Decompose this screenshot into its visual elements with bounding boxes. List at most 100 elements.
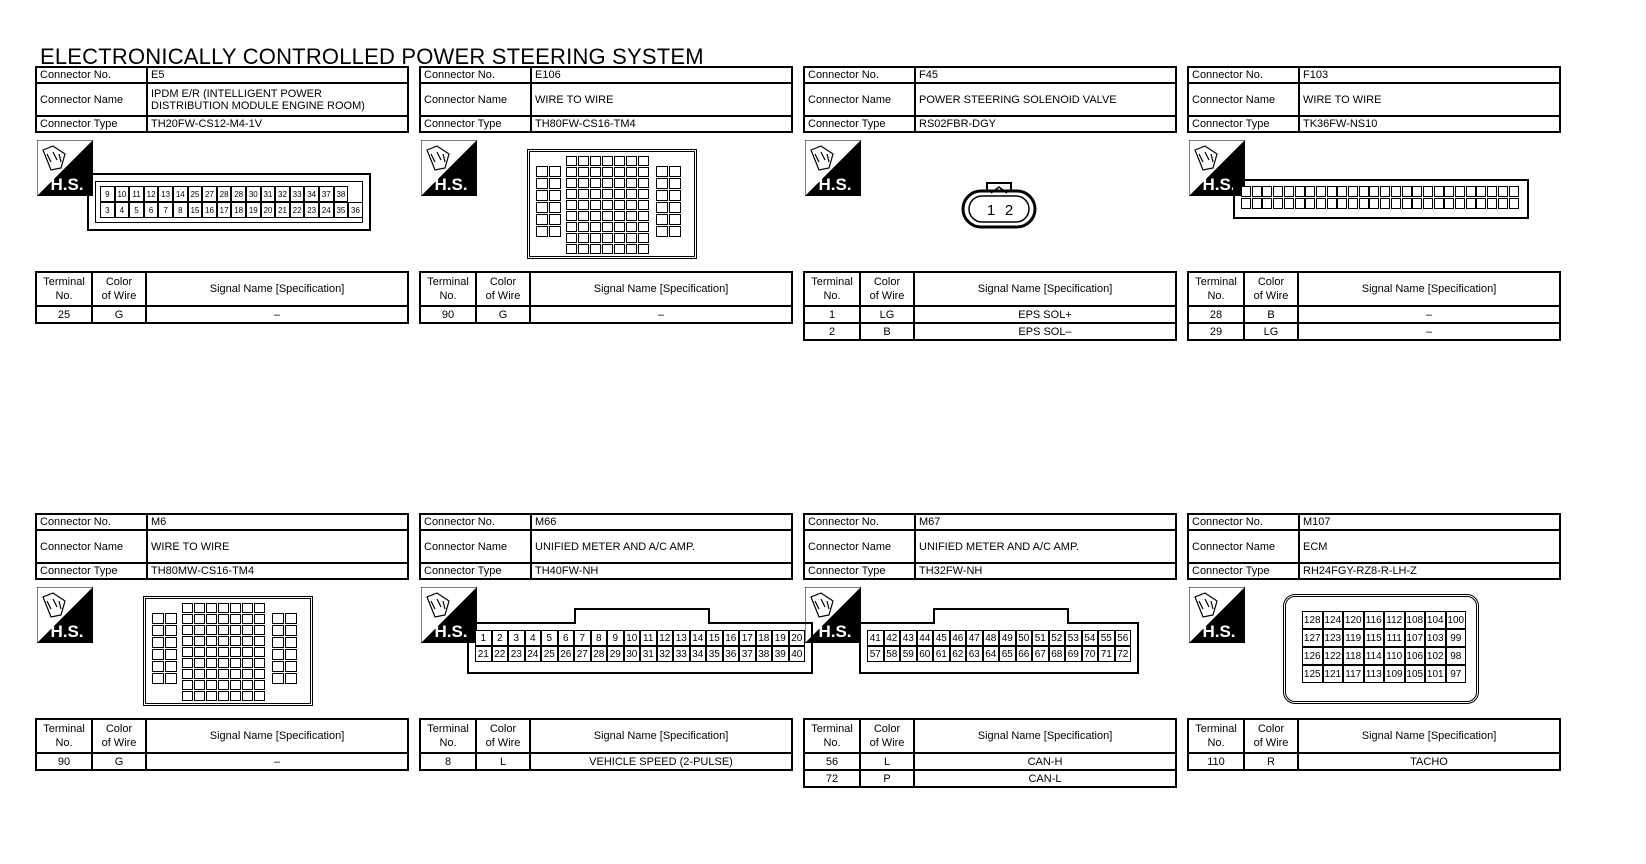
pin-cell — [578, 156, 589, 166]
pin-cell — [578, 178, 589, 188]
pin-cell: 69 — [1065, 646, 1082, 662]
pin-cell: 128 — [1302, 611, 1323, 629]
pin-cell — [272, 661, 284, 672]
pin-cell — [578, 189, 589, 199]
connector-name-label: Connector Name — [35, 529, 148, 564]
pin-cell — [218, 614, 229, 624]
pin-cell — [1422, 186, 1433, 197]
harness-side-icon: H.S. — [805, 140, 861, 196]
table-cell: – — [145, 752, 409, 771]
pin-cell — [218, 680, 229, 690]
pin-cell — [272, 649, 284, 660]
pin-cell — [578, 211, 589, 221]
connector-no-label: Connector No. — [35, 66, 148, 84]
pin-cell: 3 — [100, 202, 115, 218]
pin-cell: 39 — [772, 646, 789, 662]
pin-cell — [182, 680, 193, 690]
pin-cell — [602, 222, 613, 232]
table-cell: B — [1243, 305, 1299, 324]
pin-cell: 105 — [1404, 665, 1425, 683]
pin-cell: 64 — [982, 646, 999, 662]
pin-cell: 22 — [289, 202, 305, 218]
connector-no-label: Connector No. — [803, 513, 916, 531]
pin-cell: 71 — [1098, 646, 1115, 662]
table-cell: – — [1297, 322, 1561, 341]
connector-no-label: Connector No. — [35, 513, 148, 531]
pin-cell — [1412, 186, 1423, 197]
table-cell: – — [1297, 305, 1561, 324]
pin-cell: 108 — [1404, 611, 1425, 629]
pin-cell — [194, 691, 205, 701]
connector-name-value: WIRE TO WIRE — [1298, 82, 1561, 117]
pin-cell: 49 — [999, 630, 1016, 646]
pin-cell: 116 — [1363, 611, 1384, 629]
connector-no-label: Connector No. — [1187, 513, 1300, 531]
pin-cell — [1262, 198, 1273, 209]
pin-cell: 54 — [1081, 630, 1098, 646]
signal-header: Signal Name [Specification] — [145, 271, 409, 307]
pin-cell: 48 — [982, 630, 999, 646]
pin-cell: 9 — [100, 186, 115, 202]
pin-cell — [590, 244, 601, 254]
pin-cell — [152, 637, 164, 648]
pin-cell: 36 — [722, 646, 739, 662]
connector-name-line: DISTRIBUTION MODULE ENGINE ROOM) — [151, 99, 365, 112]
pin-cell — [182, 647, 193, 657]
pin-cell: 34 — [689, 646, 706, 662]
pin-cell — [626, 167, 637, 177]
pin-cell: 9 — [607, 630, 624, 646]
connector-face — [1233, 179, 1529, 219]
pin-cell: 45 — [933, 630, 950, 646]
pin-cell: 124 — [1322, 611, 1343, 629]
connector-name-value: ECM — [1298, 529, 1561, 564]
pin-cell — [152, 613, 164, 624]
table-cell: G — [475, 305, 531, 324]
pin-cell — [272, 625, 284, 636]
pin-cell: 127 — [1302, 629, 1323, 647]
pin-cell: 67 — [1032, 646, 1049, 662]
pin-cell — [1358, 186, 1369, 197]
table-cell: G — [91, 305, 147, 324]
pin-cell: 4 — [114, 202, 130, 218]
pin-cell: 103 — [1425, 629, 1446, 647]
pin-cell — [536, 190, 548, 201]
pin-cell: 38 — [755, 646, 772, 662]
pin-cell — [669, 178, 681, 189]
table-cell: EPS SOL+ — [913, 305, 1177, 324]
pin-cell — [602, 167, 613, 177]
pin-cell: 33 — [289, 186, 305, 202]
pin-cell — [1348, 186, 1358, 197]
pin-cell — [626, 156, 637, 166]
connector-name-label: Connector Name — [419, 82, 532, 117]
pin-cell — [1412, 198, 1423, 209]
pin-cell — [669, 214, 681, 225]
pin-cell — [242, 603, 253, 613]
harness-side-icon: H.S. — [805, 587, 861, 643]
pin-cell — [549, 190, 561, 201]
pin-cell — [206, 680, 217, 690]
pin-cell — [254, 691, 265, 701]
pin-cell — [549, 166, 561, 177]
pin-cell — [230, 647, 241, 657]
pin-cell — [638, 222, 649, 232]
pin-cell — [272, 613, 284, 624]
pin-cell — [1251, 186, 1262, 197]
pin-cell — [1283, 186, 1294, 197]
pin-cell: 114 — [1363, 647, 1384, 665]
pin-cell — [218, 625, 229, 635]
pin-cell — [614, 211, 625, 221]
harness-side-icon: H.S. — [421, 140, 477, 196]
pin-cell — [536, 226, 548, 237]
